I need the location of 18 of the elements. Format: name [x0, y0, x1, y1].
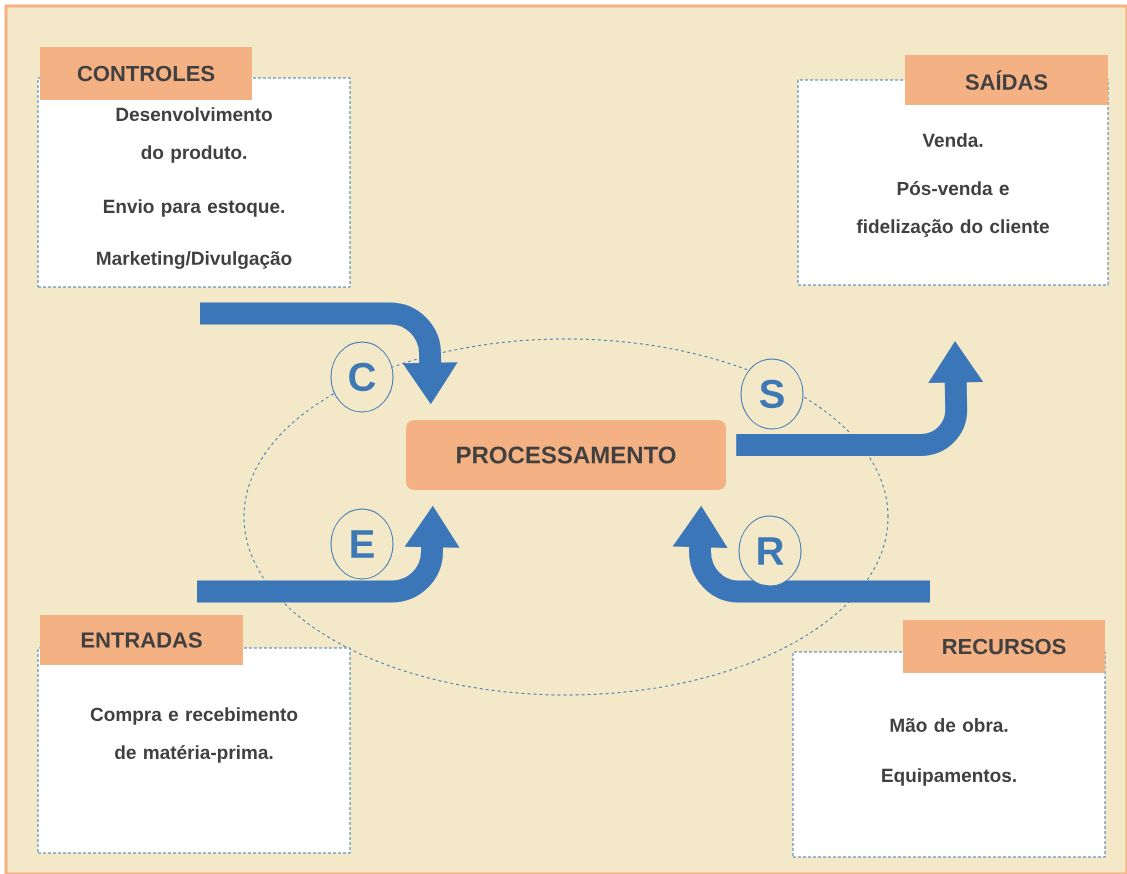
edge-label: E — [330, 508, 394, 580]
body-text: Compra e recebimento de matéria-prima. — [90, 707, 298, 763]
header-tab: ENTRADAS — [40, 615, 243, 665]
edge-label: R — [738, 515, 802, 587]
body-text: Mão de obra. — [890, 718, 1008, 732]
dashed-ellipse — [243, 338, 889, 696]
body-text: Venda. — [922, 133, 983, 147]
edge-label: C — [330, 341, 394, 413]
body-text: Equipamentos. — [882, 768, 1016, 786]
body-text: Marketing/Divulgação — [97, 251, 292, 269]
header-tab: RECURSOS — [903, 620, 1105, 673]
header-tab: CONTROLES — [40, 47, 252, 100]
header-tab: SAÍDAS — [905, 55, 1108, 105]
process-box: PROCESSAMENTO — [406, 420, 726, 490]
body-text: Envio para estoque. — [103, 199, 284, 217]
edge-label: S — [740, 358, 804, 430]
body-text: Pós-venda e fidelização do cliente — [856, 181, 1049, 237]
body-text: Desenvolvimento do produto. — [116, 107, 272, 163]
